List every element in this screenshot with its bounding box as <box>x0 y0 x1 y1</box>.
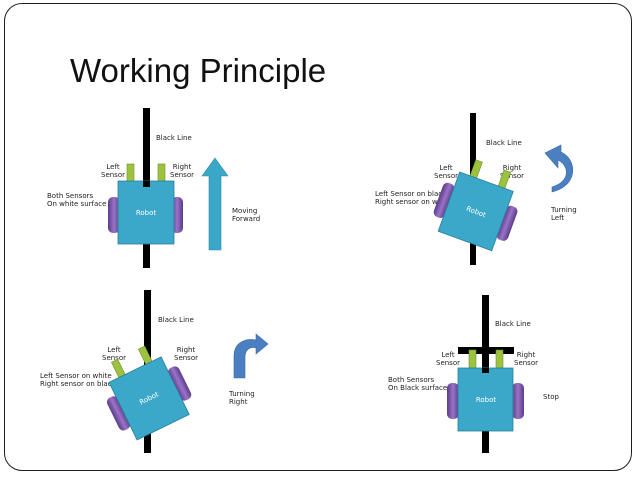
robot: Robot <box>433 159 518 252</box>
black-crossbar <box>458 347 514 354</box>
slide-frame <box>4 3 632 471</box>
black-line-under <box>143 181 150 187</box>
robot-body <box>457 367 514 432</box>
robot-label: Robot <box>136 209 157 217</box>
black-line-label: Black Line <box>158 316 194 324</box>
robot-body <box>437 171 514 252</box>
right-wheel <box>512 383 524 419</box>
action-label: Stop <box>543 393 559 401</box>
left-wheel <box>447 383 459 419</box>
black-line-label: Black Line <box>495 320 531 328</box>
left-wheel <box>106 396 131 431</box>
robot-body <box>108 356 190 441</box>
right-sensor <box>495 349 504 369</box>
left-wheel <box>108 197 120 233</box>
turn-right-arrow-icon <box>233 333 269 379</box>
black-line-label: Black Line <box>486 139 522 147</box>
robot: Robot <box>106 345 192 441</box>
right-wheel <box>496 205 518 241</box>
left-sensor <box>468 349 477 369</box>
robot: Robot <box>447 349 524 432</box>
black-line-under <box>482 368 489 373</box>
robot-label: Robot <box>476 396 497 404</box>
up-arrow-icon <box>201 157 229 251</box>
right-sensor <box>157 163 166 182</box>
robot-body <box>117 180 175 245</box>
slide-title: Working Principle <box>70 52 327 89</box>
left-wheel <box>433 182 455 218</box>
black-line-label: Black Line <box>156 134 192 142</box>
robot: Robot <box>108 163 183 245</box>
right-wheel <box>168 366 192 401</box>
turn-left-arrow-icon <box>544 144 574 193</box>
left-sensor <box>126 163 135 182</box>
